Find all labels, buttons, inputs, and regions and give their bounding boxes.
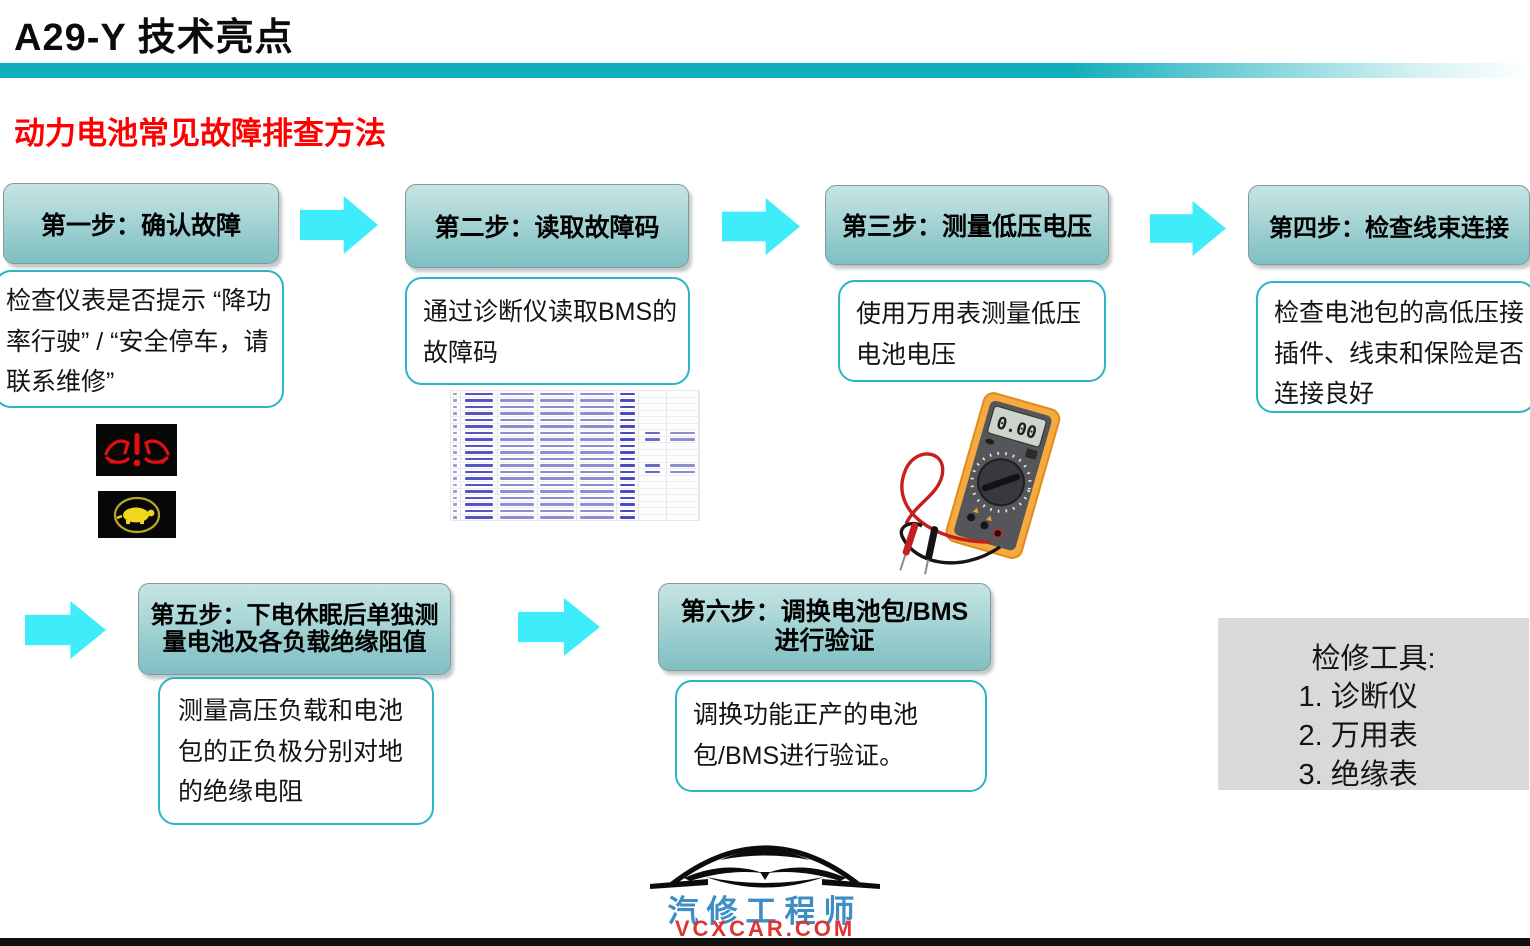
- logo-name: 汽修工程师: [667, 894, 863, 929]
- tool-item: 3. 绝缘表: [1298, 759, 1418, 791]
- arrow-right-icon: [1150, 201, 1226, 256]
- ev-system-warning-light: [96, 424, 177, 476]
- step4-detail: 检查电池包的高低压接插件、线束和保险是否连接良好: [1256, 281, 1530, 413]
- step3-header: 第三步：测量低压电压: [825, 185, 1109, 265]
- step2-detail: 通过诊断仪读取BMS的故障码: [405, 277, 690, 385]
- step5-detail: 测量高压负载和电池包的正负极分别对地的绝缘电阻: [158, 677, 434, 825]
- arrow-right-icon: [300, 196, 378, 254]
- power-limit-warning-light: [98, 491, 176, 538]
- tools-list: 1. 诊断仪 2. 万用表 3. 绝缘表: [1299, 678, 1449, 795]
- step1-header: 第一步：确认故障: [3, 183, 279, 264]
- step1-detail: 检查仪表是否提示 “降功率行驶” / “安全停车，请联系维修”: [0, 270, 284, 408]
- step6-detail: 调换功能正产的电池包/BMS进行验证。: [675, 680, 987, 792]
- arrow-right-icon: [722, 198, 800, 255]
- multimeter-image: 0.00: [899, 392, 1061, 575]
- repair-tools-box: 检修工具: 1. 诊断仪 2. 万用表 3. 绝缘表: [1218, 618, 1529, 791]
- fault-table-row: [451, 514, 699, 520]
- bottom-bar: [0, 938, 1530, 946]
- fault-code-table: [450, 390, 700, 521]
- arrow-right-icon: [25, 601, 106, 659]
- car-logo-icon: [650, 845, 880, 889]
- title-divider-bar: [0, 63, 1530, 78]
- arrow-right-icon: [518, 598, 600, 656]
- car-exclamation-icon: [103, 433, 170, 467]
- step2-header: 第二步：读取故障码: [405, 184, 689, 268]
- tool-item: 1. 诊断仪: [1298, 681, 1418, 713]
- step5-header: 第五步：下电休眠后单独测量电池及各负载绝缘阻值: [138, 583, 451, 675]
- turtle-icon: [113, 496, 161, 533]
- tool-item: 2. 万用表: [1298, 720, 1418, 752]
- tools-title: 检修工具:: [1311, 643, 1436, 675]
- step6-header: 第六步：调换电池包/BMS进行验证: [658, 583, 991, 671]
- step4-header: 第四步：检查线束连接: [1248, 185, 1530, 265]
- section-heading: 动力电池常见故障排查方法: [14, 116, 386, 151]
- page-title: A29-Y 技术亮点: [14, 17, 294, 59]
- logo: [615, 828, 915, 892]
- step3-detail: 使用万用表测量低压电池电压: [838, 280, 1106, 382]
- logo-site: VCXCAR.COM: [674, 916, 856, 941]
